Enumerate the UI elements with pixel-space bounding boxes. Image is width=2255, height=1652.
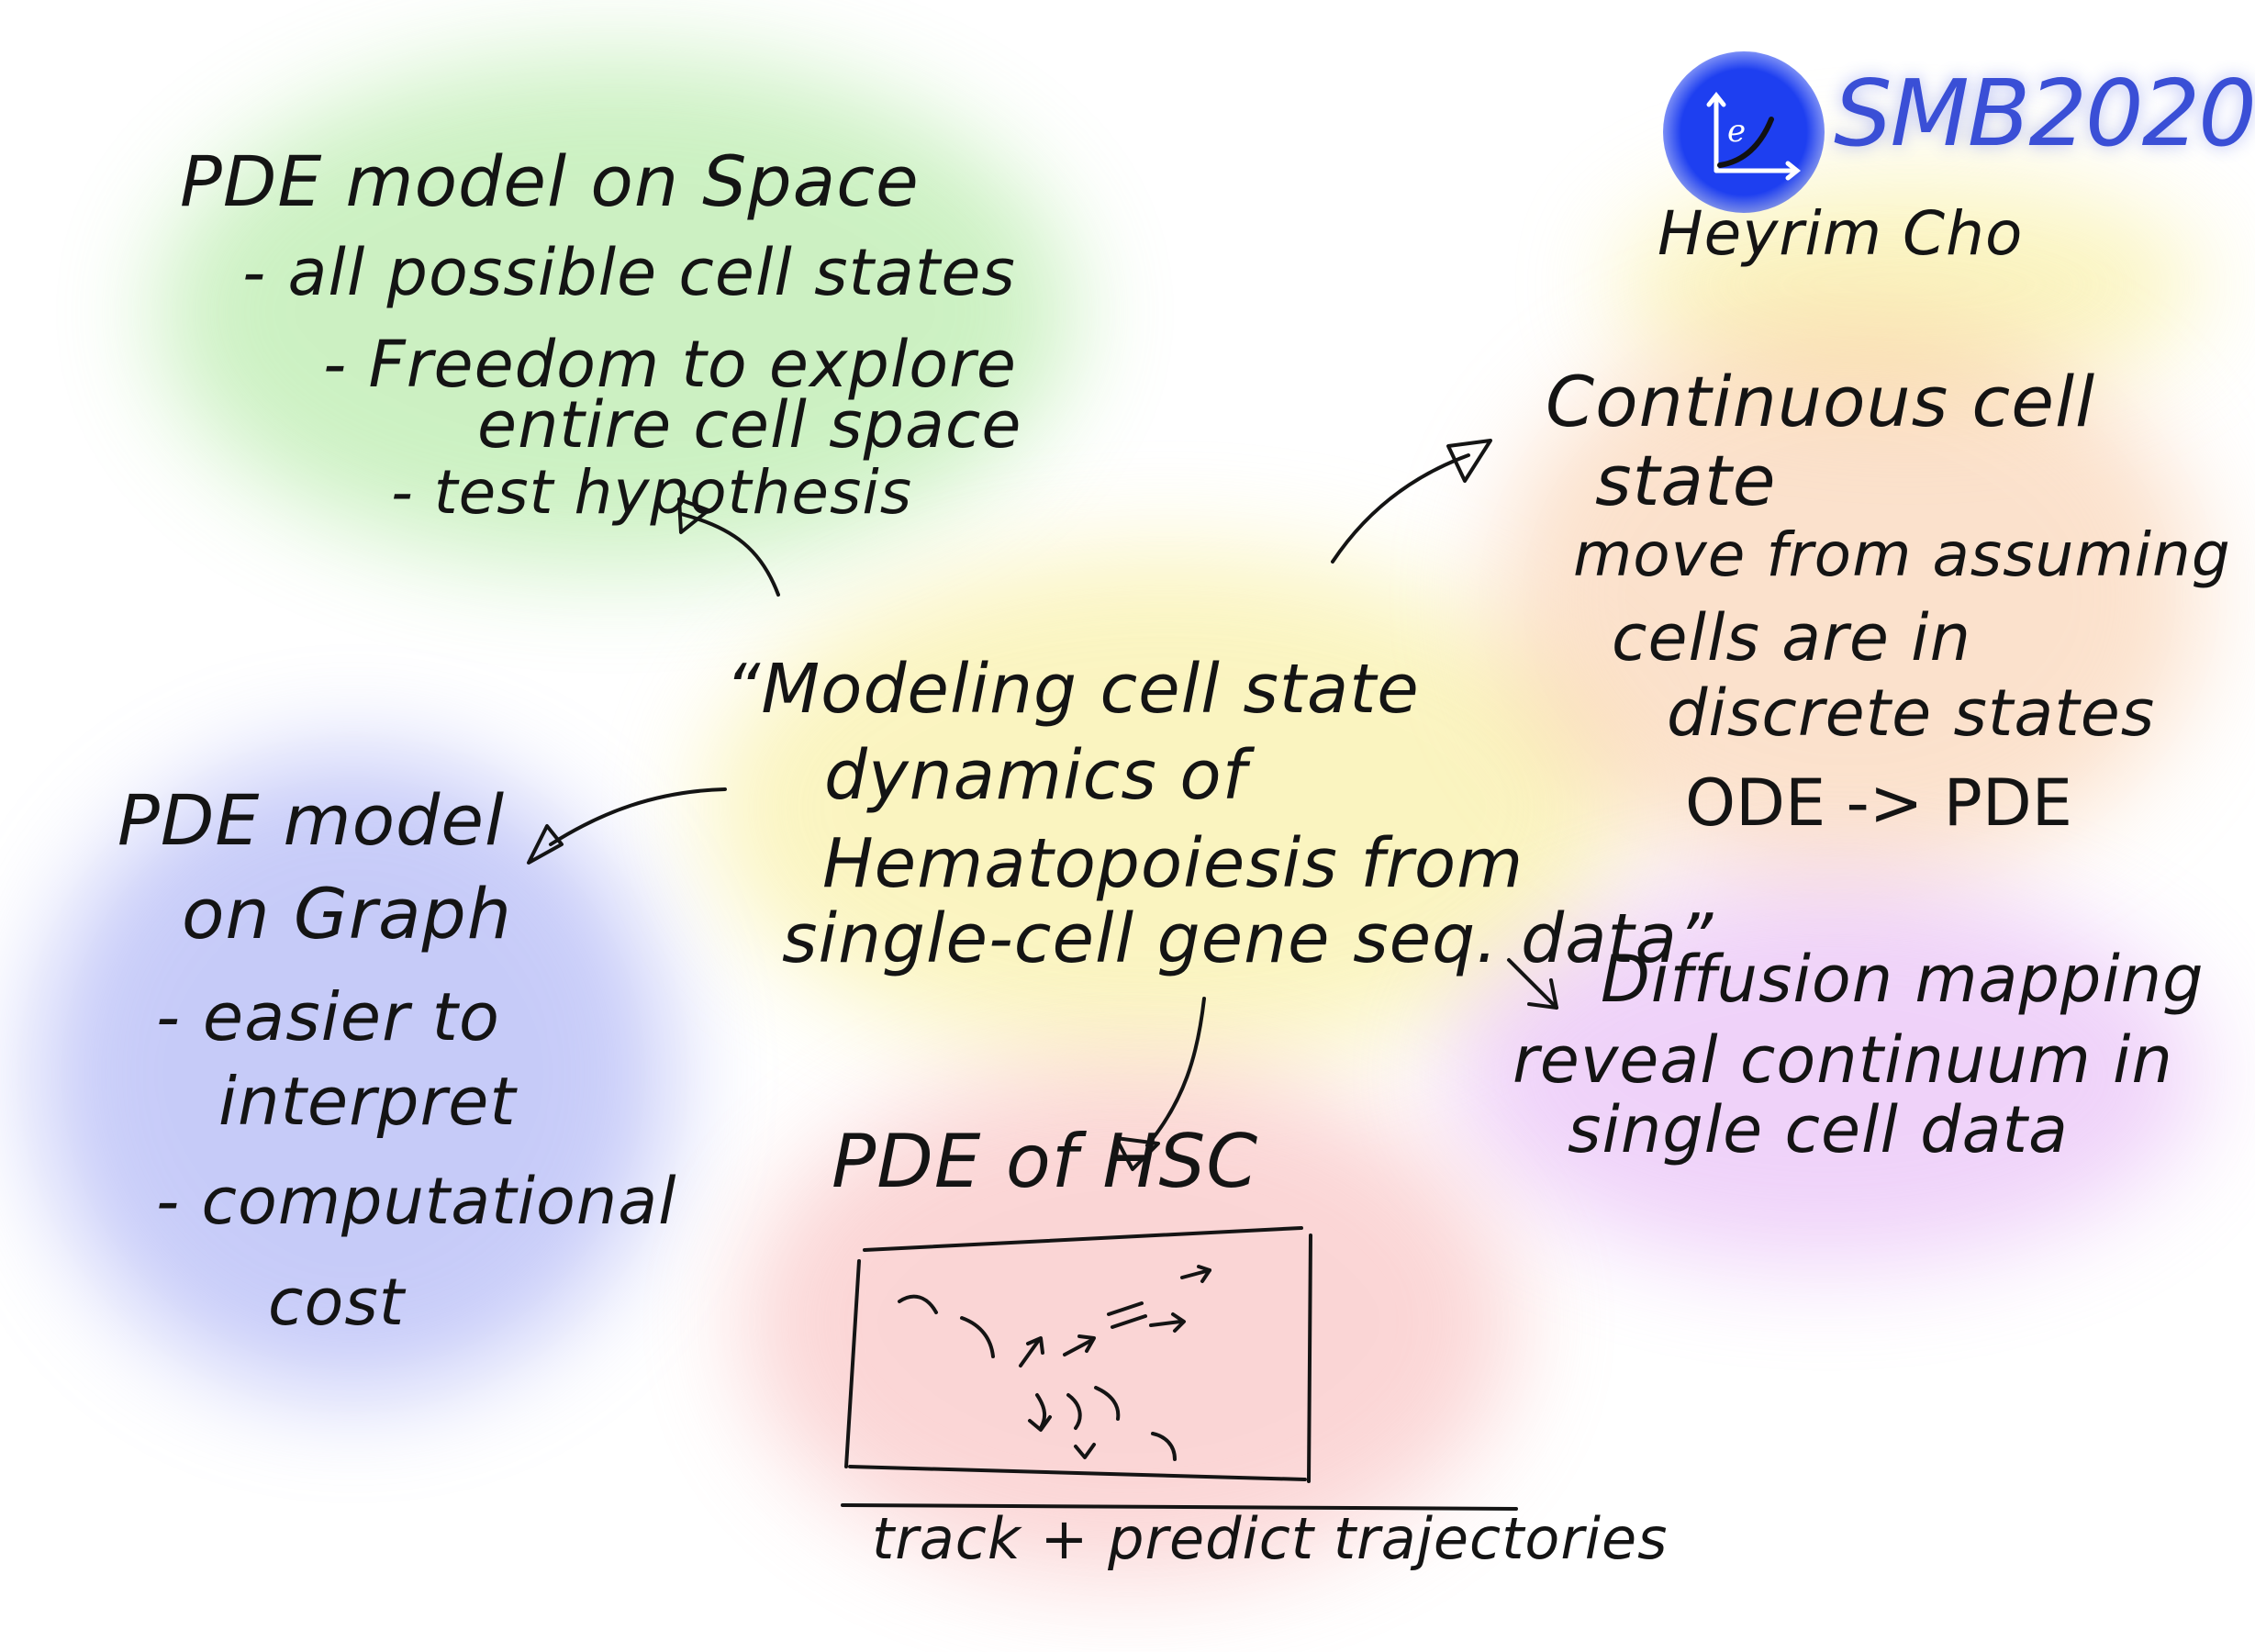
note-line: cost [268,1265,406,1340]
arrow-to-continuous-note [1331,439,1492,564]
topic-line: “Modeling cell state [725,650,1420,729]
graph-axes-icon: e [1706,91,1802,181]
sketchnote-canvas: e SMB2020 Heyrim Cho PDE model on Space … [37,51,2255,1579]
arrow-to-hsc [1114,997,1206,1171]
note-bullet-continued: entire cell space [477,387,1022,463]
equation-ode-pde: ODE -> PDE [1685,765,2072,841]
note-title: PDE model on Space [180,140,920,222]
purple-wash [1450,881,2203,1267]
note-line: state [1595,440,1777,521]
topic-line: single-cell gene seq. data” [782,899,1714,978]
yellow-wash [707,551,1624,1065]
trajectory-caption: track + predict trajectories [872,1505,1669,1572]
note-line: discrete states [1667,675,2156,751]
hsc-box [841,1226,1518,1511]
note-line: on Graph [182,873,512,954]
note-line: reveal continuum in [1513,1022,2173,1098]
arrow-to-graph-note [527,787,727,865]
author-name: Heyrim Cho [1658,198,2024,269]
blue-wash [37,753,670,1395]
hsc-title: PDE of HSC [832,1119,1259,1204]
ink-strokes [527,439,1558,1511]
note-line: move from assuming [1573,519,2231,590]
topic-line: Hematopoiesis from [822,824,1524,903]
note-bullet: - Freedom to explore [323,327,1017,402]
arrow-to-diffusion-note [1507,958,1558,1010]
note-bullet: - test hypothesis [391,457,913,528]
note-line: Diffusion mapping [1601,942,2205,1017]
note-line: PDE model [117,779,506,861]
trajectory-arrows [898,1265,1211,1461]
note-line: single cell data [1568,1092,2069,1167]
note-bullet: - all possible cell states [242,235,1016,310]
note-line: interpret [218,1063,517,1140]
note-line: - easier to [156,978,500,1055]
arrow-to-space-note [677,497,780,597]
note-line: - computational [156,1164,677,1239]
logo-text: SMB2020 [1834,60,2255,167]
note-line: Continuous cell [1546,361,2096,442]
orange-wash [1496,312,2203,881]
note-line: cells are in [1612,600,1971,675]
topic-line: dynamics of [824,736,1247,815]
green-wash [156,55,1074,569]
svg-text:e: e [1727,113,1746,150]
logo-circle: e [1663,51,1825,213]
